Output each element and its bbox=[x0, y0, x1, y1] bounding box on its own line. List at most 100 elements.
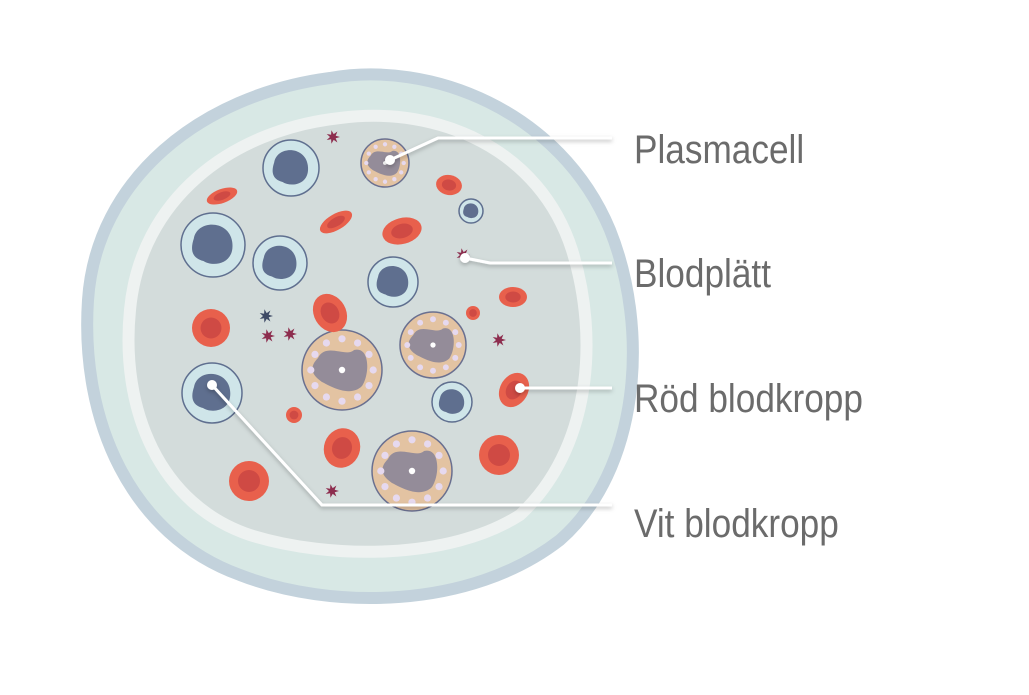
cell-center bbox=[289, 410, 299, 420]
white-blood-cell bbox=[252, 235, 308, 291]
white-blood-cell bbox=[367, 256, 419, 308]
leader-dot bbox=[207, 380, 217, 390]
cell-center bbox=[391, 223, 413, 239]
platelet bbox=[326, 130, 340, 144]
granule bbox=[392, 494, 400, 502]
granule bbox=[417, 319, 424, 326]
granule bbox=[369, 366, 377, 374]
white-blood-cell bbox=[458, 198, 484, 224]
granule bbox=[311, 350, 319, 358]
white-blood-cell bbox=[180, 212, 246, 278]
granule bbox=[392, 144, 397, 149]
label-plasma-cell: Plasmacell bbox=[634, 128, 805, 172]
granule bbox=[366, 170, 371, 175]
red-blood-cell bbox=[499, 287, 527, 307]
granule bbox=[430, 342, 436, 348]
granule bbox=[439, 467, 447, 475]
granule bbox=[407, 354, 414, 361]
cell-center bbox=[441, 179, 457, 191]
granulocyte bbox=[360, 138, 410, 188]
granule bbox=[311, 382, 319, 390]
white-blood-cell bbox=[431, 381, 473, 423]
granule bbox=[382, 179, 388, 184]
cell-nucleus bbox=[376, 266, 409, 297]
granule bbox=[417, 364, 424, 371]
granule bbox=[381, 483, 389, 491]
leader-dot bbox=[515, 383, 525, 393]
leader-line bbox=[389, 136, 612, 162]
leader-dot bbox=[460, 253, 470, 263]
granule bbox=[338, 397, 346, 405]
cell-nucleus bbox=[463, 203, 479, 219]
granulocyte bbox=[371, 430, 453, 512]
granule bbox=[338, 366, 346, 374]
red-blood-cell bbox=[319, 210, 353, 234]
red-blood-cell bbox=[466, 306, 480, 320]
granule bbox=[408, 467, 416, 475]
red-blood-cell bbox=[382, 217, 422, 245]
cell-nucleus bbox=[272, 150, 309, 185]
granule bbox=[435, 483, 443, 491]
granule bbox=[392, 177, 397, 182]
granule bbox=[381, 451, 389, 459]
granule bbox=[365, 382, 373, 390]
cell-center bbox=[331, 437, 353, 459]
red-blood-cell bbox=[436, 174, 462, 196]
red-blood-cell bbox=[312, 293, 348, 333]
granule bbox=[452, 329, 459, 336]
granule bbox=[442, 319, 449, 326]
granule bbox=[373, 177, 378, 182]
cell-center bbox=[505, 291, 521, 303]
granule bbox=[424, 440, 432, 448]
leader-line bbox=[210, 383, 612, 507]
granule bbox=[401, 160, 406, 166]
granule bbox=[354, 339, 362, 347]
leader-dot bbox=[385, 155, 395, 165]
label-platelet: Blodplätt bbox=[634, 252, 771, 296]
granule bbox=[435, 451, 443, 459]
granule bbox=[442, 364, 449, 371]
red-blood-cell bbox=[323, 428, 361, 468]
granulocyte bbox=[301, 329, 383, 411]
granule bbox=[424, 494, 432, 502]
granule bbox=[455, 342, 462, 348]
granule bbox=[382, 142, 388, 147]
granule bbox=[307, 366, 315, 374]
cell-center bbox=[200, 317, 222, 339]
red-blood-cell bbox=[229, 461, 269, 501]
granule bbox=[430, 367, 436, 374]
white-blood-cell bbox=[181, 362, 243, 424]
white-blood-cell bbox=[262, 139, 320, 197]
cell-center bbox=[488, 444, 510, 466]
granule bbox=[364, 160, 369, 166]
label-red-blood-cell: Röd blodkropp bbox=[634, 377, 863, 421]
platelet bbox=[283, 327, 297, 341]
label-white-blood-cell: Vit blodkropp bbox=[634, 502, 839, 546]
granule bbox=[408, 436, 416, 444]
granule bbox=[392, 440, 400, 448]
cell-nucleus bbox=[262, 245, 297, 279]
granule bbox=[373, 144, 378, 149]
platelet bbox=[261, 329, 275, 343]
cell-nucleus bbox=[192, 224, 233, 264]
granule bbox=[452, 354, 459, 361]
cell-center bbox=[469, 309, 477, 317]
red-blood-cell bbox=[192, 309, 230, 347]
granule bbox=[322, 339, 330, 347]
cell-center bbox=[213, 191, 231, 201]
granule bbox=[365, 350, 373, 358]
granule bbox=[407, 329, 414, 336]
cell-center bbox=[238, 470, 260, 492]
granule bbox=[377, 467, 385, 475]
platelet bbox=[492, 333, 506, 347]
granule bbox=[354, 393, 362, 401]
granulocyte bbox=[399, 311, 467, 379]
leader-line bbox=[464, 256, 612, 265]
granule bbox=[399, 170, 404, 175]
granule bbox=[322, 393, 330, 401]
cell-nucleus bbox=[438, 389, 465, 414]
platelet bbox=[259, 309, 273, 323]
cell-center bbox=[327, 215, 345, 229]
granule bbox=[404, 342, 411, 348]
